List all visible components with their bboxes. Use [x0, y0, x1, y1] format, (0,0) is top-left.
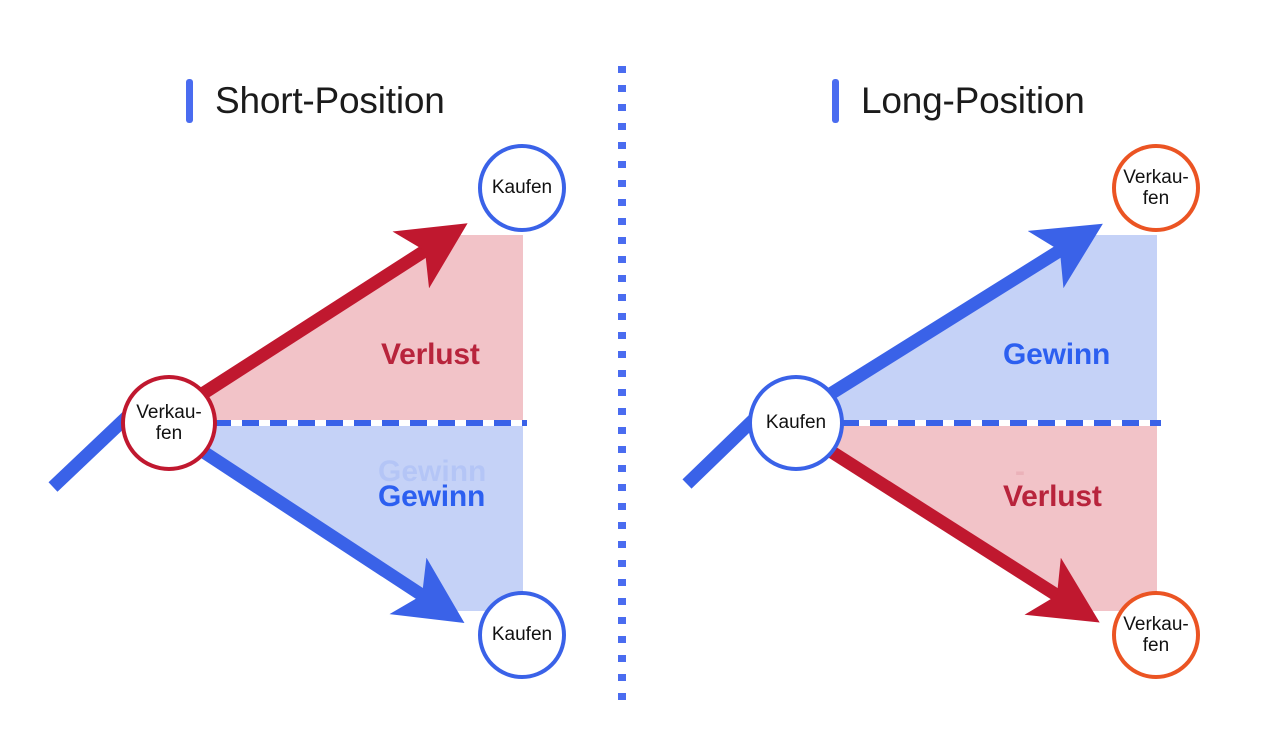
long-gain-zone-fill	[800, 235, 1157, 420]
long-gain-arrow	[820, 223, 1103, 404]
short-loss-zone-fill	[172, 235, 523, 420]
panel-title-short: Short-Position	[186, 78, 445, 124]
short-upper-node-label: Kaufen	[491, 177, 553, 199]
short-lower-node-label: Kaufen	[491, 624, 553, 646]
long-loss-zone-fill	[800, 426, 1157, 611]
short-ghost-label: Gewinn	[378, 455, 487, 488]
long-entry-node[interactable]: Kaufen	[748, 375, 844, 471]
short-gain-zone-label: Gewinn	[378, 480, 486, 513]
panel-title-long-text: Long-Position	[861, 80, 1085, 121]
long-loss-zone-label: Verlust	[1003, 480, 1102, 513]
title-accent-bar-icon	[186, 79, 193, 123]
long-loss-arrow	[820, 441, 1100, 623]
long-upper-node[interactable]: Verkau- fen	[1112, 144, 1200, 232]
long-upper-node-label-line2: fen	[1142, 188, 1170, 209]
long-lower-node-label-line1: Verkau-	[1123, 613, 1189, 635]
short-loss-arrow	[192, 223, 468, 404]
short-upper-node[interactable]: Kaufen	[478, 144, 566, 232]
short-entry-node-label-line1: Verkau-	[136, 401, 202, 423]
long-ghost-label: -	[1015, 455, 1025, 488]
long-gain-zone-label: Gewinn	[1003, 338, 1111, 371]
long-upper-node-label-line1: Verkau-	[1123, 166, 1189, 188]
short-gain-arrow	[192, 441, 465, 623]
long-lower-node-label-line2: fen	[1142, 635, 1170, 656]
short-entry-node-label-line2: fen	[155, 423, 183, 444]
title-accent-bar-icon	[832, 79, 839, 123]
long-lower-node[interactable]: Verkau- fen	[1112, 591, 1200, 679]
long-entry-node-label: Kaufen	[765, 412, 827, 434]
panel-title-long: Long-Position	[832, 78, 1085, 124]
short-lower-node[interactable]: Kaufen	[478, 591, 566, 679]
short-gain-zone-fill	[172, 426, 523, 611]
short-loss-zone-label: Verlust	[381, 338, 480, 371]
panel-title-short-text: Short-Position	[215, 80, 445, 121]
short-entry-node[interactable]: Verkau- fen	[121, 375, 217, 471]
